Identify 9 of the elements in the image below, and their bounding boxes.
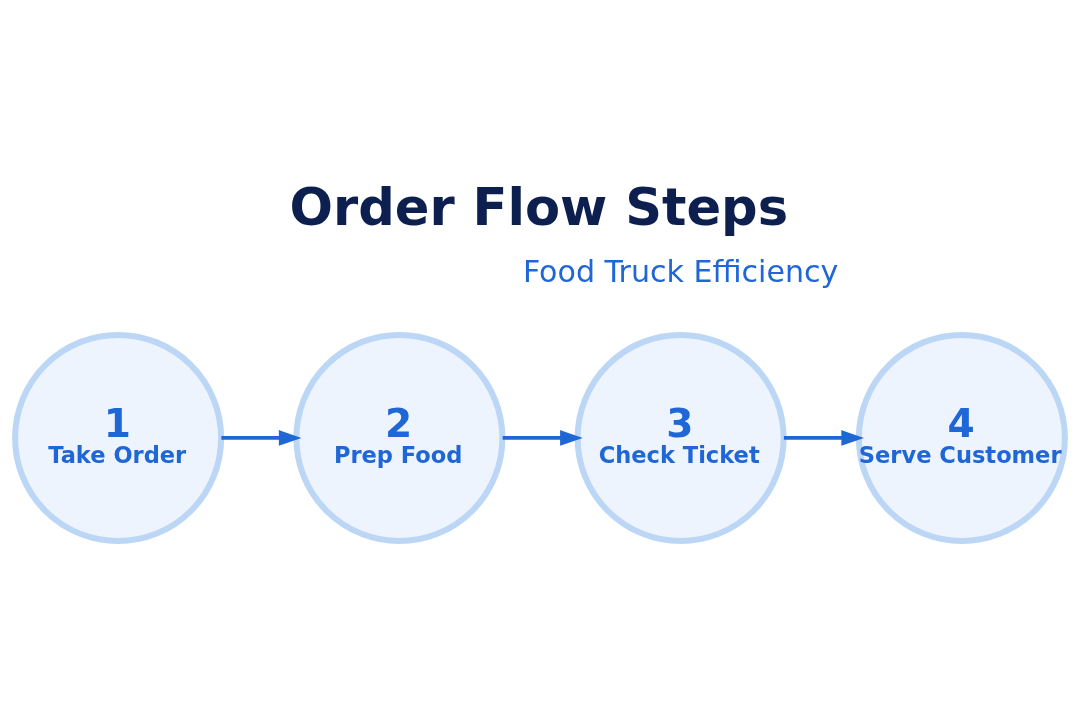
arrow <box>783 429 864 446</box>
diagram-title: Order Flow Steps <box>289 177 789 237</box>
label: Food Truck Efficiency <box>522 253 839 289</box>
node-circle: 2 Prep Food <box>293 331 506 544</box>
arrow <box>221 429 302 446</box>
node-circle: 1 Take Order <box>12 331 225 544</box>
arrow <box>502 429 583 446</box>
node-circle: 4 Serve Customer <box>855 331 1068 544</box>
node-circle: 3 Check Ticket <box>574 331 787 544</box>
